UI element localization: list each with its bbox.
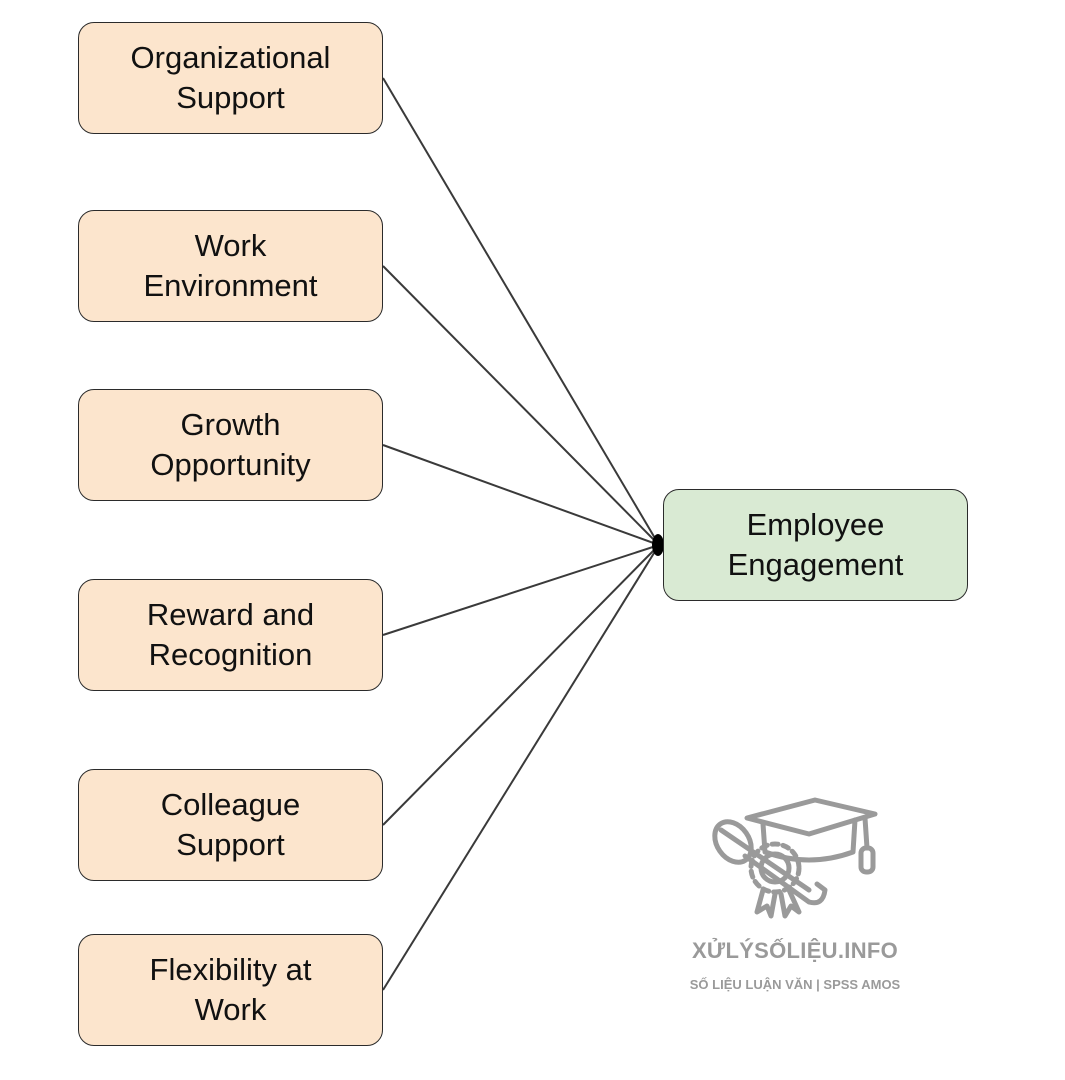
watermark-title: XỬLÝSỐLIỆU.INFO: [691, 938, 899, 963]
edge-organizational-support: [382, 77, 660, 546]
junction-dot: [652, 534, 664, 556]
node-label: Growth Opportunity: [150, 407, 311, 482]
edge-reward-recognition: [382, 544, 660, 636]
node-organizational-support: Organizational Support: [78, 22, 383, 134]
node-colleague-support: Colleague Support: [78, 769, 383, 881]
edge-work-environment: [382, 265, 660, 546]
node-employee-engagement: Employee Engagement: [663, 489, 968, 601]
node-label: Work Environment: [143, 228, 318, 303]
node-label: Reward and Recognition: [146, 597, 315, 672]
node-label: Flexibility at Work: [149, 952, 312, 1027]
watermark-subtitle: SỐ LIỆU LUẬN VĂN | SPSS AMOS: [689, 977, 901, 992]
node-flexibility-at-work: Flexibility at Work: [78, 934, 383, 1046]
node-growth-opportunity: Growth Opportunity: [78, 389, 383, 501]
watermark-logo: XỬLÝSỐLIỆU.INFO SỐ LIỆU LUẬN VĂN | SPSS …: [640, 790, 950, 1010]
node-label: Organizational Support: [130, 40, 331, 115]
edge-colleague-support: [382, 544, 660, 826]
edge-growth-opportunity: [382, 444, 660, 546]
graduation-cap-diploma-icon: [712, 797, 878, 919]
edge-flexibility-at-work: [382, 544, 660, 991]
node-reward-and-recognition: Reward and Recognition: [78, 579, 383, 691]
node-work-environment: Work Environment: [78, 210, 383, 322]
node-label: Colleague Support: [160, 787, 301, 862]
node-label: Employee Engagement: [727, 507, 904, 582]
